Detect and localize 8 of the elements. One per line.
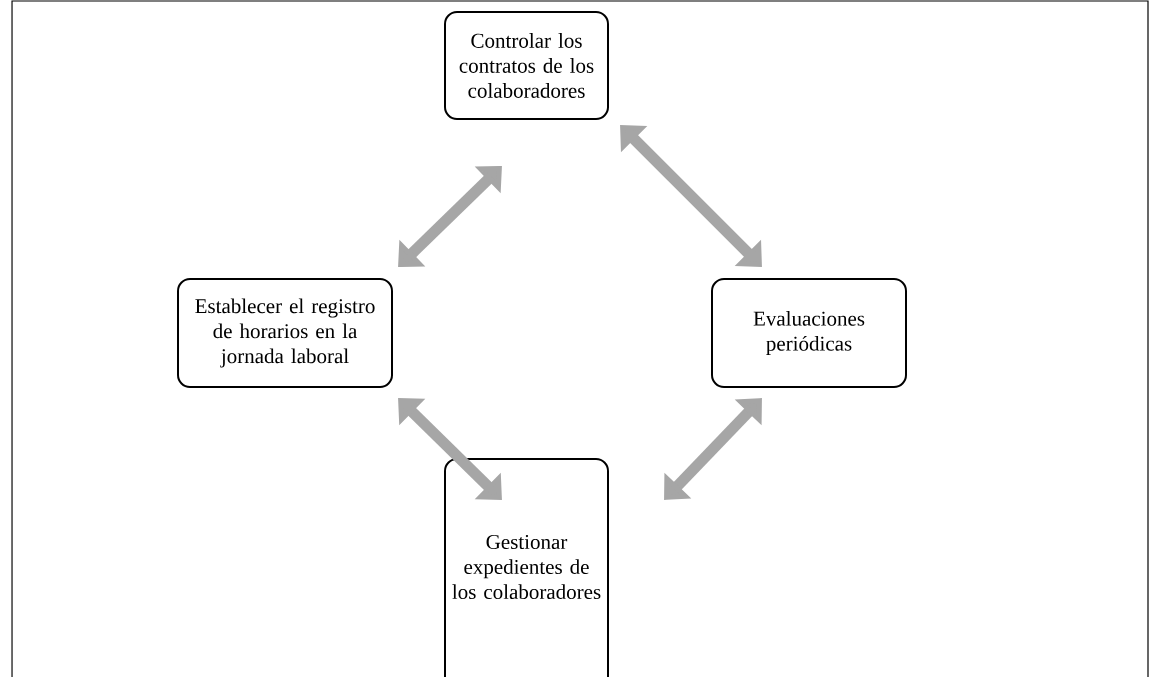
double-arrow: [620, 125, 762, 267]
process-box: Evaluaciones periódicas: [711, 278, 907, 388]
double-arrow: [398, 166, 502, 267]
process-box: Gestionar expedientes de los colaboradores: [444, 458, 609, 677]
process-box: Controlar los contratos de los colaboradores: [444, 11, 609, 120]
process-box: Establecer el registro de horarios en la jornada laboral: [177, 278, 393, 388]
double-arrow: [664, 398, 762, 500]
double-arrow: [398, 398, 502, 500]
